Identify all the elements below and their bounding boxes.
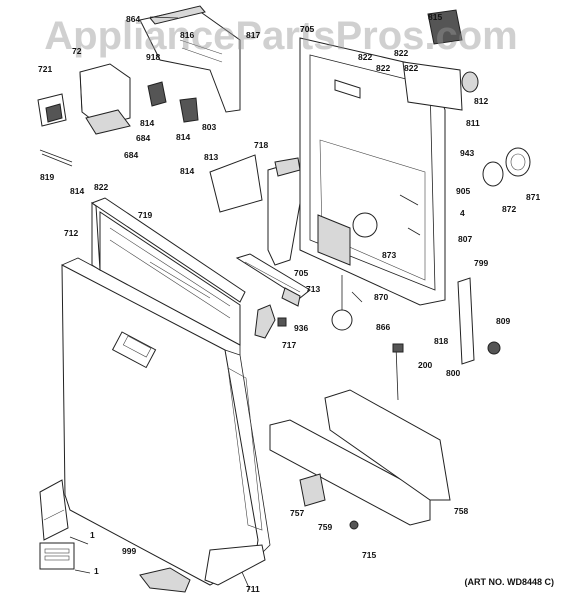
callout-864: 864 [126, 14, 141, 24]
spring-assembly [331, 275, 404, 401]
callout-757: 757 [290, 508, 305, 518]
callout-814-c: 814 [70, 186, 85, 196]
connector-936 [277, 317, 287, 327]
callout-705-board: 705 [294, 268, 309, 278]
callout-719: 719 [138, 210, 153, 220]
callout-873: 873 [382, 250, 397, 260]
callout-818: 818 [434, 336, 449, 346]
callout-4: 4 [460, 208, 465, 218]
plate-813 [209, 154, 263, 213]
callout-866: 866 [376, 322, 391, 332]
callout-811: 811 [466, 118, 480, 128]
door-bottom-trim [139, 544, 266, 593]
control-console-frame [90, 197, 246, 346]
callout-200: 200 [418, 360, 433, 370]
callout-814-b: 814 [176, 132, 191, 142]
callout-822-a: 822 [358, 52, 373, 62]
callout-72: 72 [72, 46, 82, 56]
callout-1-b: 1 [94, 566, 99, 576]
callout-803: 803 [202, 122, 217, 132]
callout-814-a: 814 [140, 118, 155, 128]
callout-758: 758 [454, 506, 469, 516]
dispenser-caps [461, 71, 531, 187]
callout-822-d: 822 [404, 63, 419, 73]
callout-936: 936 [294, 323, 309, 333]
callout-759: 759 [318, 522, 333, 532]
callout-809: 809 [496, 316, 511, 326]
callout-1-a: 1 [90, 530, 95, 540]
callout-684-b: 684 [124, 150, 139, 160]
ribbon-cable-717 [254, 304, 276, 339]
art-number: (ART NO. WD8448 C) [464, 577, 554, 587]
part-999-shape [139, 567, 191, 593]
callout-872: 872 [502, 204, 517, 214]
callout-815: 815 [428, 12, 443, 22]
callout-905: 905 [456, 186, 471, 196]
callout-712: 712 [64, 228, 79, 238]
callout-711: 711 [246, 584, 260, 594]
callout-870: 870 [374, 292, 389, 302]
callout-715: 715 [362, 550, 377, 560]
callout-822-b: 822 [394, 48, 409, 58]
door-hinge [457, 277, 501, 365]
control-board [235, 253, 311, 307]
detergent-module [402, 9, 463, 111]
callout-684-a: 684 [136, 133, 151, 143]
callout-799: 799 [474, 258, 489, 268]
callout-943: 943 [460, 148, 475, 158]
callout-807: 807 [458, 234, 473, 244]
kick-plate-assembly [269, 389, 451, 530]
callout-713: 713 [306, 284, 321, 294]
callout-718: 718 [254, 140, 269, 150]
callout-814-d: 814 [180, 166, 195, 176]
inner-door-liner [299, 37, 446, 306]
switches [147, 81, 199, 123]
vent-duct-718 [267, 157, 306, 266]
callout-813: 813 [204, 152, 219, 162]
callout-717: 717 [282, 340, 297, 350]
callout-819: 819 [40, 172, 55, 182]
callout-817: 817 [246, 30, 261, 40]
callout-999: 999 [122, 546, 137, 556]
detergent-dispenser [37, 63, 131, 167]
callout-822-e: 822 [94, 182, 109, 192]
documentation-sheets [39, 479, 75, 570]
rinse-aid-cap-opening [352, 212, 378, 238]
vent-bracket [139, 5, 241, 113]
callout-816: 816 [180, 30, 195, 40]
callout-871: 871 [526, 192, 541, 202]
callout-812: 812 [474, 96, 489, 106]
callout-918: 918 [146, 52, 161, 62]
callout-822-c: 822 [376, 63, 391, 73]
leader-lines [69, 16, 421, 591]
callout-721: 721 [38, 64, 53, 74]
callout-800: 800 [446, 368, 461, 378]
callout-705-top: 705 [300, 24, 315, 34]
